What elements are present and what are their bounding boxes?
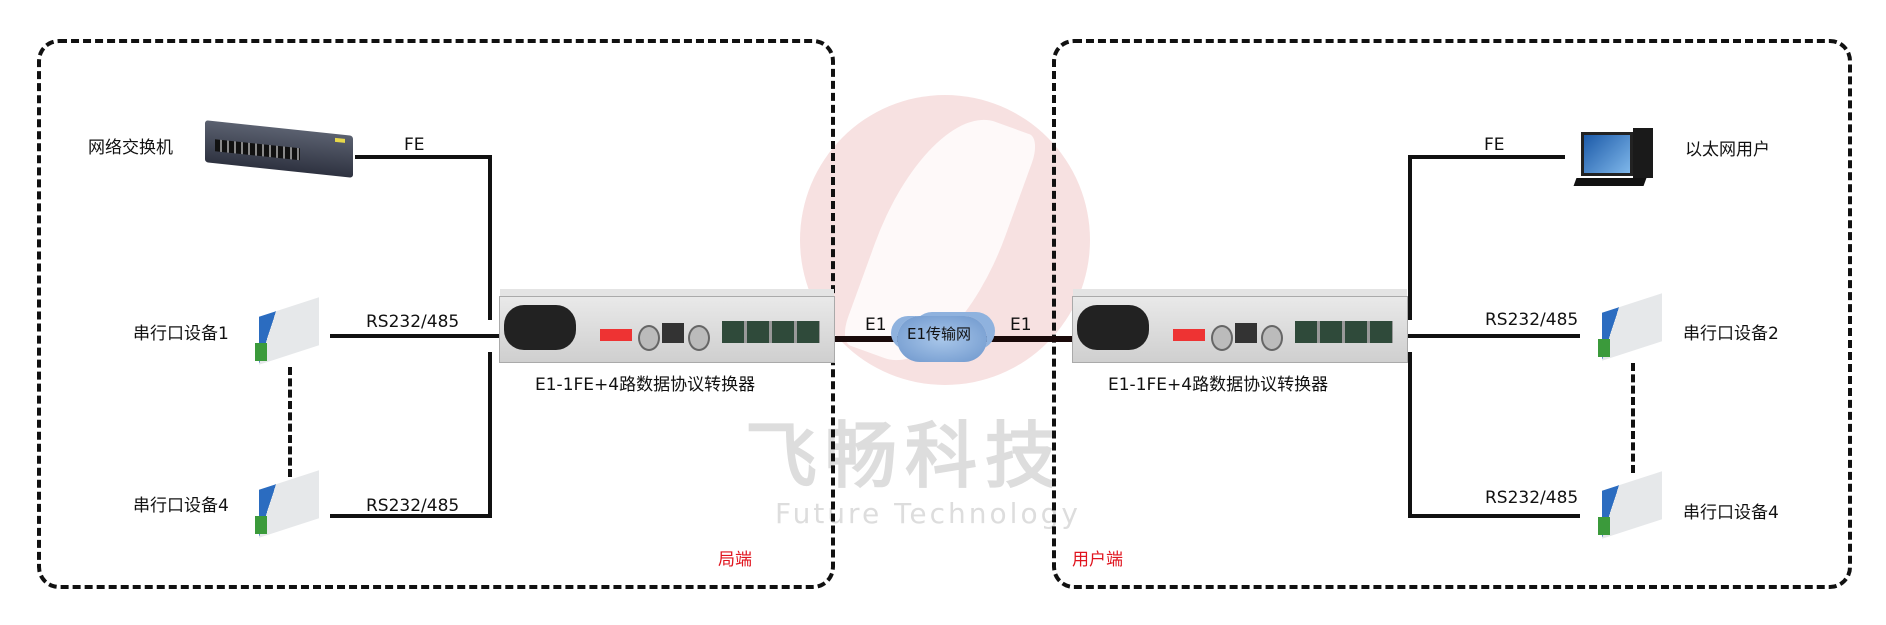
rs-line-right-1 (1406, 334, 1580, 338)
serial-device-4-label-right: 串行口设备4 (1683, 503, 1779, 523)
rj45-port-icon (662, 323, 684, 343)
rs-line-left-2-v (488, 352, 492, 518)
rs-label-left-1: RS232/485 (366, 312, 460, 332)
watermark-brand-en: Future Technology (775, 497, 1081, 530)
bnc-tx-icon (688, 325, 710, 351)
serial-device-4-icon-right (1596, 471, 1671, 541)
serial-chain-left (288, 367, 292, 477)
fe-label-right: FE (1484, 135, 1505, 155)
power-socket-icon (504, 305, 576, 350)
fe-line-right-v (1408, 155, 1412, 320)
rs-line-right-2-v (1408, 352, 1412, 518)
fe-line-left-h (355, 155, 492, 159)
rs-label-right-1: RS232/485 (1485, 310, 1579, 330)
ethernet-ports-icon (722, 321, 820, 343)
pc-label: 以太网用户 (1685, 140, 1770, 160)
e1-label-left: E1 (865, 315, 887, 335)
cloud-icon (897, 316, 987, 362)
left-converter-label: E1-1FE+4路数据协议转换器 (535, 375, 756, 395)
serial-chain-right (1631, 363, 1635, 473)
rs-line-left-2-h (330, 514, 492, 518)
serial-device-4-label-left: 串行口设备4 (133, 496, 229, 516)
serial-device-1-icon (253, 297, 328, 367)
serial-device-1-label: 串行口设备1 (133, 324, 229, 344)
fe-label-left: FE (404, 135, 425, 155)
switch-label: 网络交换机 (88, 138, 173, 158)
bnc-rx-icon (1211, 325, 1233, 351)
cloud-label: E1传输网 (907, 325, 972, 343)
dip-switch-icon (1173, 329, 1205, 341)
serial-device-4-icon (253, 470, 328, 540)
left-site-label: 局端 (718, 550, 752, 570)
e1-label-right: E1 (1010, 315, 1032, 335)
dip-switch-icon (600, 329, 632, 341)
serial-device-2-icon (1596, 293, 1671, 363)
bnc-rx-icon (638, 325, 660, 351)
watermark-brand-cn: 飞畅科技 (745, 414, 1066, 498)
bnc-tx-icon (1261, 325, 1283, 351)
left-protocol-converter (499, 296, 835, 363)
pc-icon (1573, 128, 1670, 190)
ethernet-ports-icon (1295, 321, 1393, 343)
rj45-port-icon (1235, 323, 1257, 343)
fe-line-right-h (1408, 155, 1565, 159)
rs-line-left-1 (330, 334, 500, 338)
right-site-label: 用户端 (1072, 550, 1123, 570)
rs-label-right-2: RS232/485 (1485, 488, 1579, 508)
right-site-boundary (1052, 39, 1852, 589)
rs-line-right-2-h (1408, 514, 1580, 518)
rs-label-left-2: RS232/485 (366, 496, 460, 516)
power-socket-icon (1077, 305, 1149, 350)
serial-device-2-label: 串行口设备2 (1683, 324, 1779, 344)
right-converter-label: E1-1FE+4路数据协议转换器 (1108, 375, 1329, 395)
fe-line-left-v (488, 155, 492, 320)
right-protocol-converter (1072, 296, 1408, 363)
